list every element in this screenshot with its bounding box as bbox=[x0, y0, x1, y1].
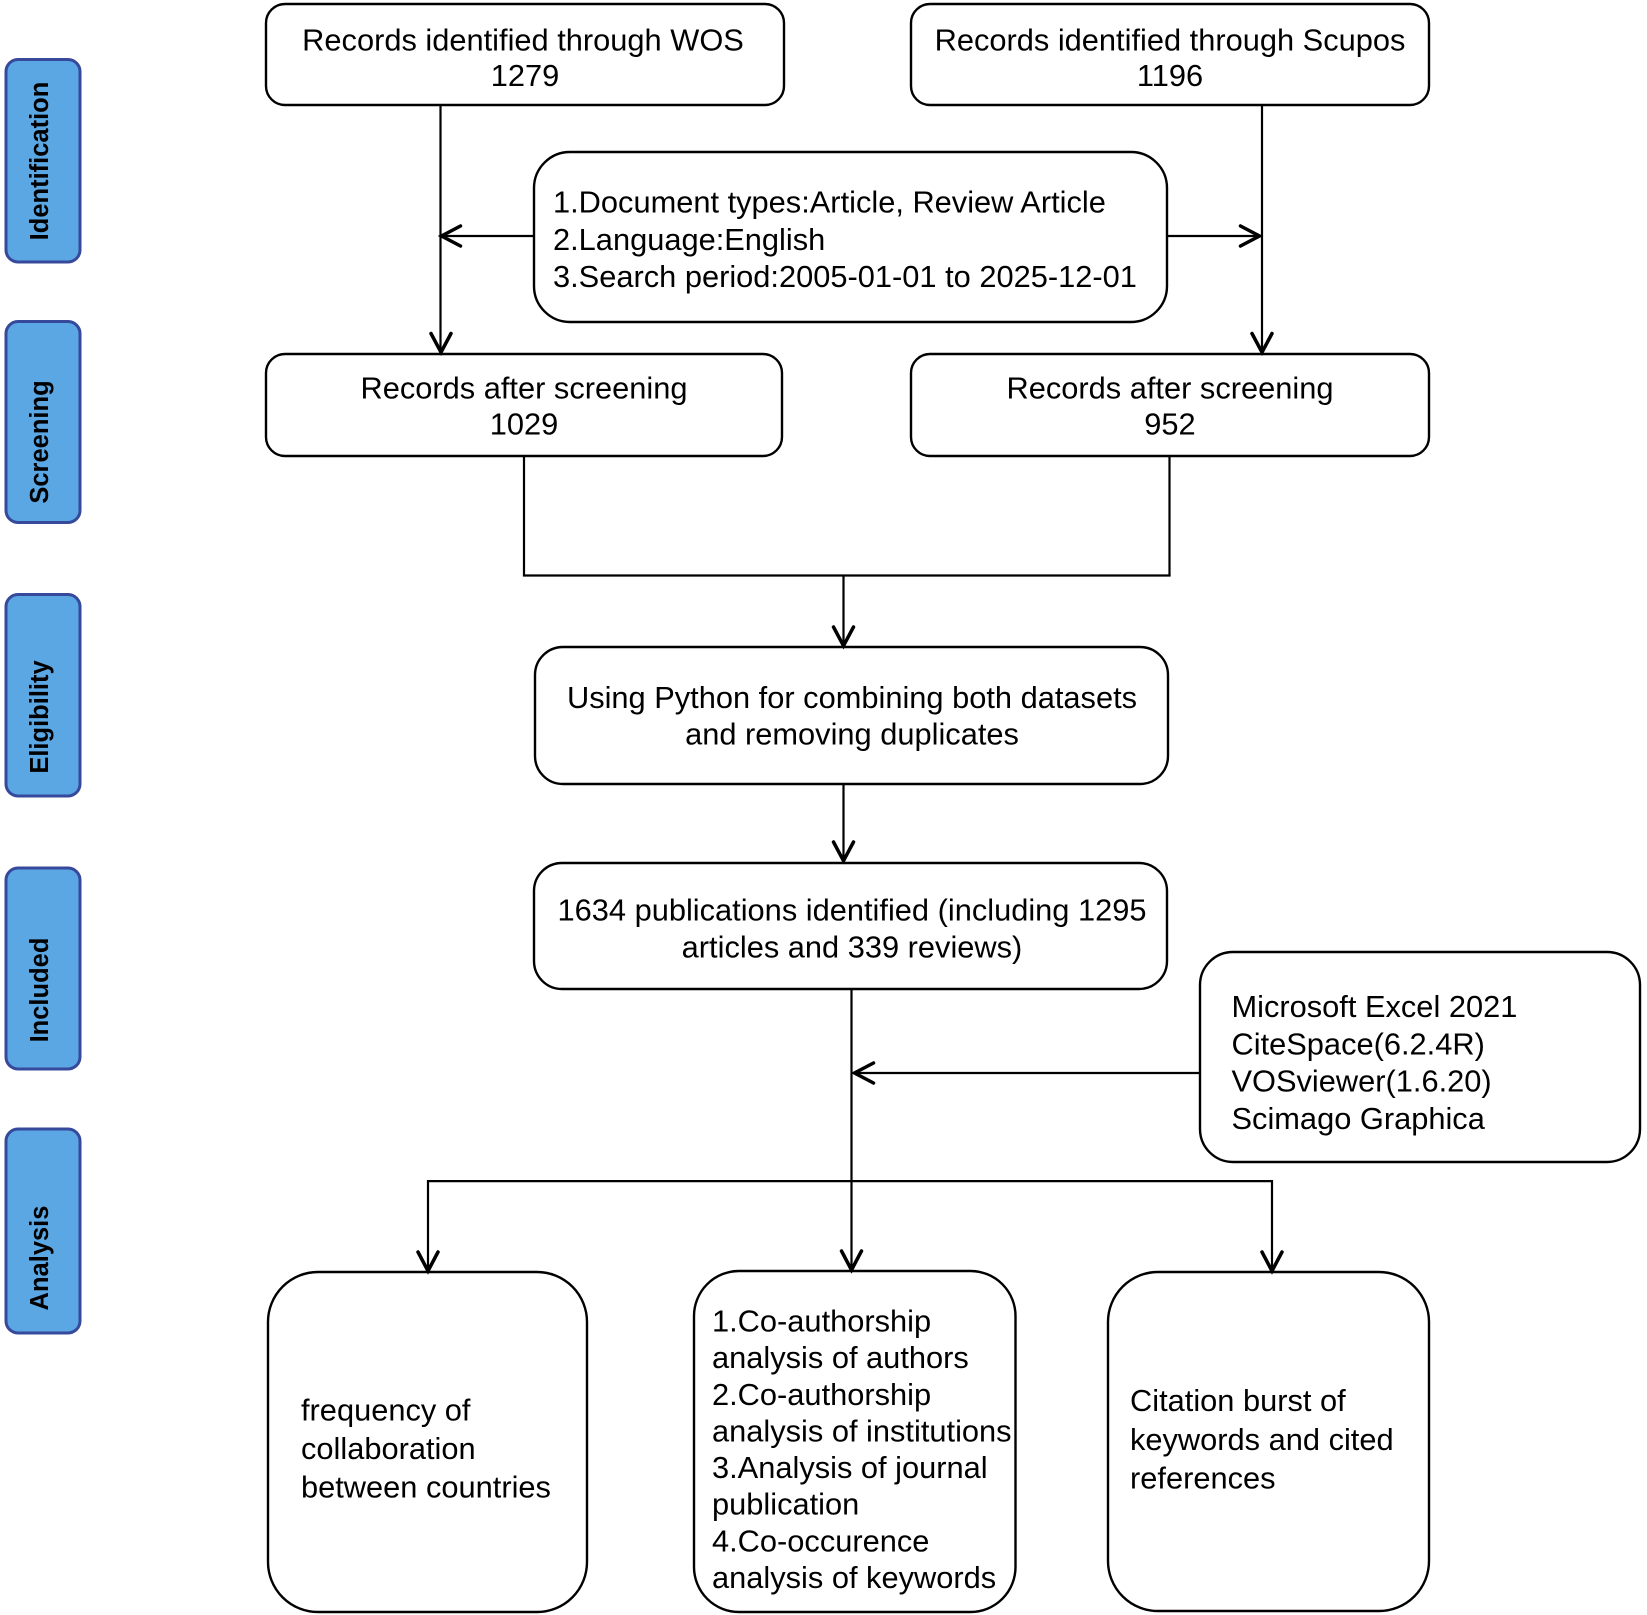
svg-text:Screening: Screening bbox=[26, 380, 54, 503]
svg-text:analysis of keywords: analysis of keywords bbox=[712, 1560, 996, 1595]
svg-text:3.Search period:2005-01-01 to: 3.Search period:2005-01-01 to 2025-12-01 bbox=[553, 259, 1137, 294]
svg-text:Eligibility: Eligibility bbox=[26, 660, 54, 774]
svg-text:Microsoft Excel 2021: Microsoft Excel 2021 bbox=[1232, 989, 1518, 1024]
svg-text:Analysis: Analysis bbox=[26, 1206, 54, 1311]
svg-text:3.Analysis of journal: 3.Analysis of journal bbox=[712, 1450, 988, 1485]
svg-text:keywords and cited: keywords and cited bbox=[1130, 1422, 1394, 1457]
svg-text:Records after screening: Records after screening bbox=[1007, 371, 1334, 406]
svg-text:Records identified through WOS: Records identified through WOS bbox=[302, 23, 744, 58]
svg-text:4.Co-occurence: 4.Co-occurence bbox=[712, 1523, 929, 1558]
svg-text:VOSviewer(1.6.20): VOSviewer(1.6.20) bbox=[1232, 1064, 1492, 1099]
svg-text:Identification: Identification bbox=[26, 82, 54, 241]
svg-text:Scimago Graphica: Scimago Graphica bbox=[1232, 1101, 1486, 1136]
svg-text:analysis of institutions: analysis of institutions bbox=[712, 1413, 1012, 1448]
svg-text:1279: 1279 bbox=[491, 58, 560, 93]
svg-text:frequency of: frequency of bbox=[301, 1393, 471, 1428]
svg-text:CiteSpace(6.2.4R): CiteSpace(6.2.4R) bbox=[1232, 1026, 1485, 1061]
svg-text:1196: 1196 bbox=[1137, 58, 1203, 93]
svg-text:952: 952 bbox=[1144, 407, 1195, 442]
svg-text:1029: 1029 bbox=[490, 407, 559, 442]
svg-text:1.Document types:Article, Revi: 1.Document types:Article, Review Article bbox=[553, 185, 1106, 220]
svg-text:and removing duplicates: and removing duplicates bbox=[685, 717, 1019, 752]
svg-text:2.Co-authorship: 2.Co-authorship bbox=[712, 1377, 931, 1412]
svg-text:Using Python for combining bot: Using Python for combining both datasets bbox=[567, 680, 1137, 715]
svg-text:Records identified through Scu: Records identified through Scupos bbox=[935, 23, 1406, 58]
svg-text:Records after screening: Records after screening bbox=[361, 371, 688, 406]
svg-text:between countries: between countries bbox=[301, 1470, 551, 1505]
svg-text:1.Co-authorship: 1.Co-authorship bbox=[712, 1304, 931, 1339]
svg-text:articles and 339 reviews): articles and 339 reviews) bbox=[682, 930, 1023, 965]
svg-text:analysis of authors: analysis of authors bbox=[712, 1340, 969, 1375]
svg-text:2.Language:English: 2.Language:English bbox=[553, 222, 825, 257]
svg-text:collaboration: collaboration bbox=[301, 1431, 476, 1466]
svg-text:Included: Included bbox=[26, 938, 54, 1043]
svg-text:publication: publication bbox=[712, 1487, 859, 1522]
svg-text:Citation burst of: Citation burst of bbox=[1130, 1383, 1346, 1418]
svg-text:1634 publications identified (: 1634 publications identified (including … bbox=[558, 893, 1147, 928]
svg-text:references: references bbox=[1130, 1461, 1276, 1496]
